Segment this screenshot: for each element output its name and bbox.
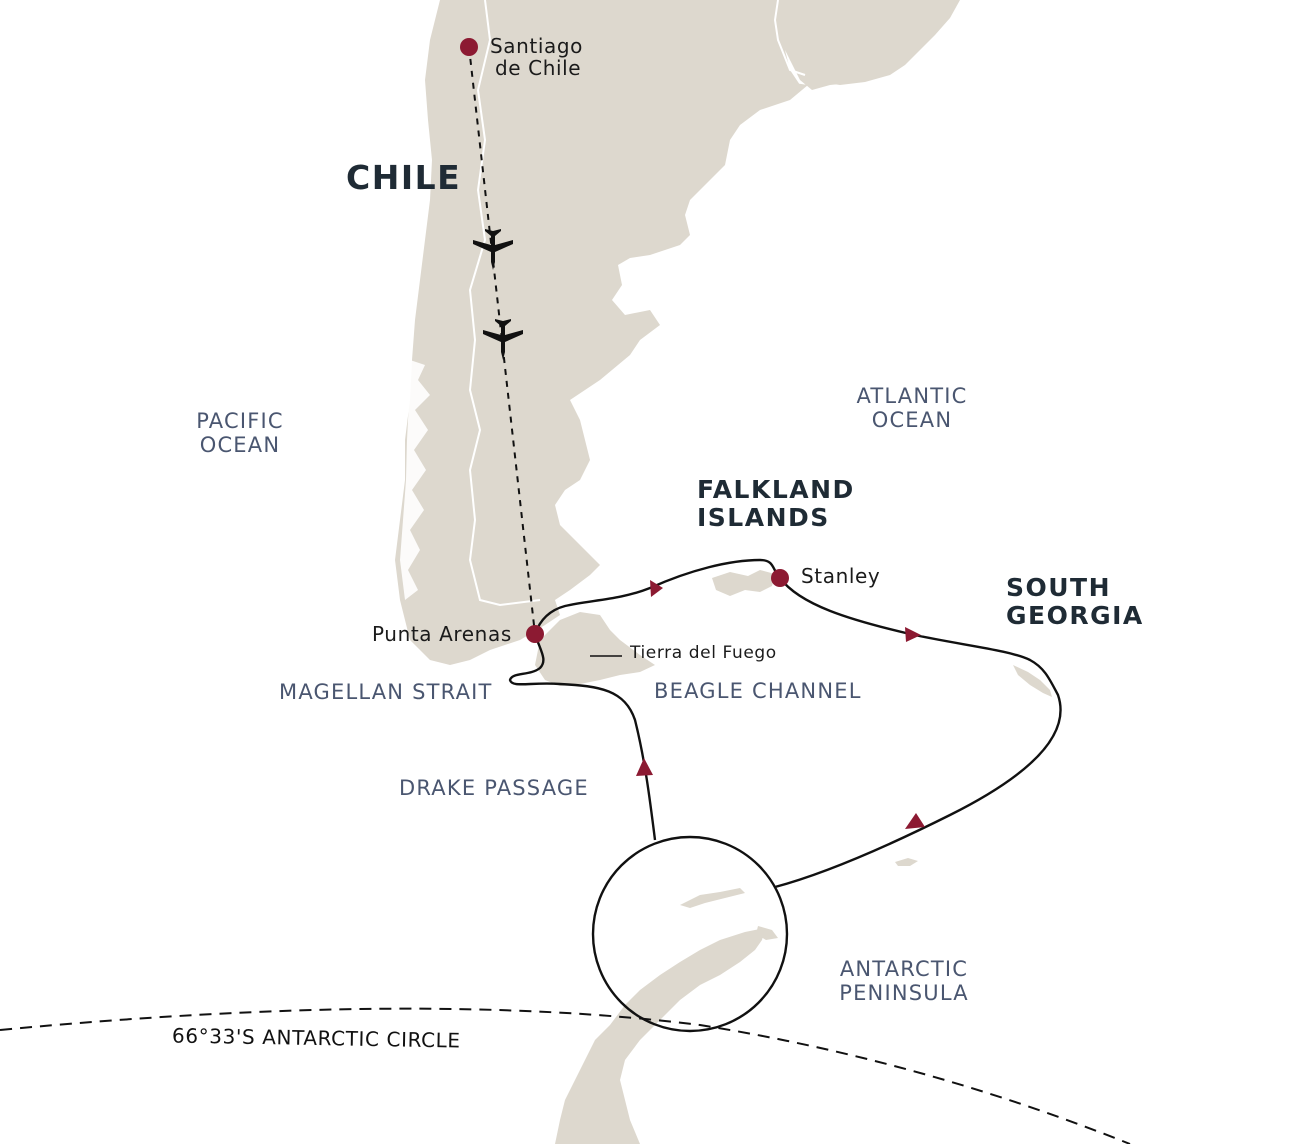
water-label-magellan: MAGELLAN STRAIT [279,680,493,704]
santiago-line2: de Chile [495,56,582,81]
atlantic-line1: ATLANTIC [856,384,968,408]
antarctic-islands-east [756,926,778,940]
falkland-line2: ISLANDS [697,503,830,532]
port-marker-santiago[interactable] [460,38,478,56]
atlantic-line2: OCEAN [871,407,953,432]
antarctic-peninsula-circle [591,835,789,1033]
south-georgia-line2: GEORGIA [1006,601,1144,630]
river-border [773,0,806,76]
region-label-chile: CHILE [346,158,462,197]
south-georgia-line1: SOUTH [1006,573,1112,602]
pacific-line1: PACIFIC [196,409,284,433]
antarctic-circle-line [0,1007,1131,1144]
falkland-line1: FALKLAND [697,475,855,504]
chile-fjords [400,360,430,600]
tierra-del-fuego [535,612,655,686]
south-georgia-island [1013,665,1052,697]
border-line [468,0,541,607]
direction-arrow-icon [905,813,925,829]
water-label-drake: DRAKE PASSAGE [399,776,589,800]
flight-route [468,46,536,635]
place-label-stanley: Stanley [801,564,881,588]
direction-arrow-icon [650,580,663,597]
antarctic-line1: ANTARCTIC [839,957,969,981]
direction-arrow-icon [636,758,653,776]
direction-arrow-icon [905,627,921,642]
antarctic-circle-label: 66°33'S ANTARCTIC CIRCLE [171,1023,461,1053]
water-label-beagle: BEAGLE CHANNEL [654,679,862,703]
port-marker-stanley[interactable] [771,569,789,587]
place-label-santiago: Santiago de Chile [490,35,583,80]
antarctic-peninsula-landmass [555,928,765,1144]
uruguay-landmass [780,0,960,85]
pacific-line2: OCEAN [199,432,281,457]
region-label-south-georgia: SOUTH GEORGIA [1006,574,1144,630]
place-label-punta-arenas: Punta Arenas [372,622,512,646]
region-label-falkland: FALKLAND ISLANDS [697,476,855,532]
water-label-pacific: PACIFIC OCEAN [192,409,288,457]
antarctic-line2: PENINSULA [839,980,969,1005]
port-marker-punta-arenas[interactable] [526,625,544,643]
antarctic-islands [680,888,745,908]
south-america-landmass [395,0,940,665]
cruise-route [508,558,1062,889]
falkland-islands [712,570,775,596]
south-orkney-islands [895,858,918,866]
airplane-icon [473,229,513,270]
santiago-line1: Santiago [490,34,584,58]
place-label-tierra-del-fuego: Tierra del Fuego [630,643,777,663]
water-label-atlantic: ATLANTIC OCEAN [848,384,976,432]
water-label-antarctic-peninsula: ANTARCTIC PENINSULA [830,957,978,1005]
airplane-icon [483,319,523,360]
